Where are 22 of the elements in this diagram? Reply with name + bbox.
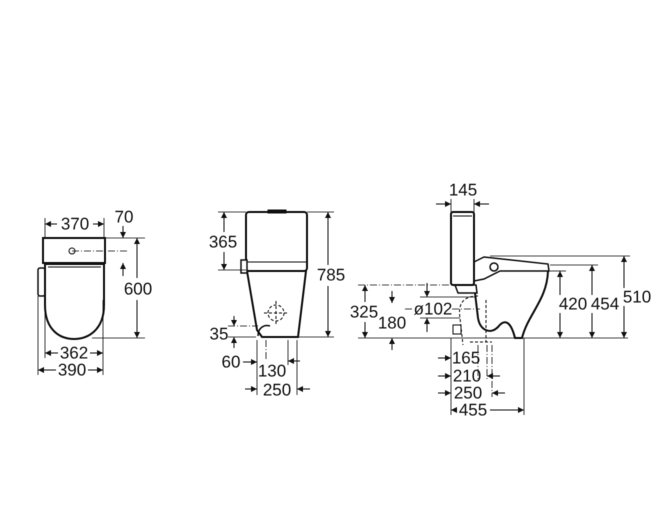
dimension-value: 454	[590, 296, 620, 312]
dimension-value: 600	[124, 280, 152, 298]
dimension-value: 210	[452, 368, 482, 384]
dimension-value: 370	[60, 216, 90, 232]
dimension-value: 325	[350, 304, 378, 320]
dimension-value: 510	[622, 288, 652, 306]
dimension-value: 180	[378, 314, 406, 332]
dimension-value: ø102	[414, 300, 452, 318]
dimension-value: 130	[258, 362, 286, 380]
dimension-value: 250	[262, 382, 292, 398]
dimension-value: 70	[114, 208, 134, 226]
dimension-value: 362	[60, 344, 88, 362]
dimension-value: 250	[454, 384, 482, 402]
dimension-value: 785	[316, 266, 346, 284]
dimension-value: 145	[448, 182, 478, 198]
dimension-value: 390	[58, 362, 86, 378]
dimension-value: 35	[210, 326, 228, 342]
dimension-value: 455	[458, 402, 488, 418]
dimension-value: 365	[208, 234, 238, 250]
dimension-value: 165	[452, 350, 480, 366]
dimension-value: 60	[222, 354, 240, 370]
dimension-value: 420	[558, 296, 588, 312]
